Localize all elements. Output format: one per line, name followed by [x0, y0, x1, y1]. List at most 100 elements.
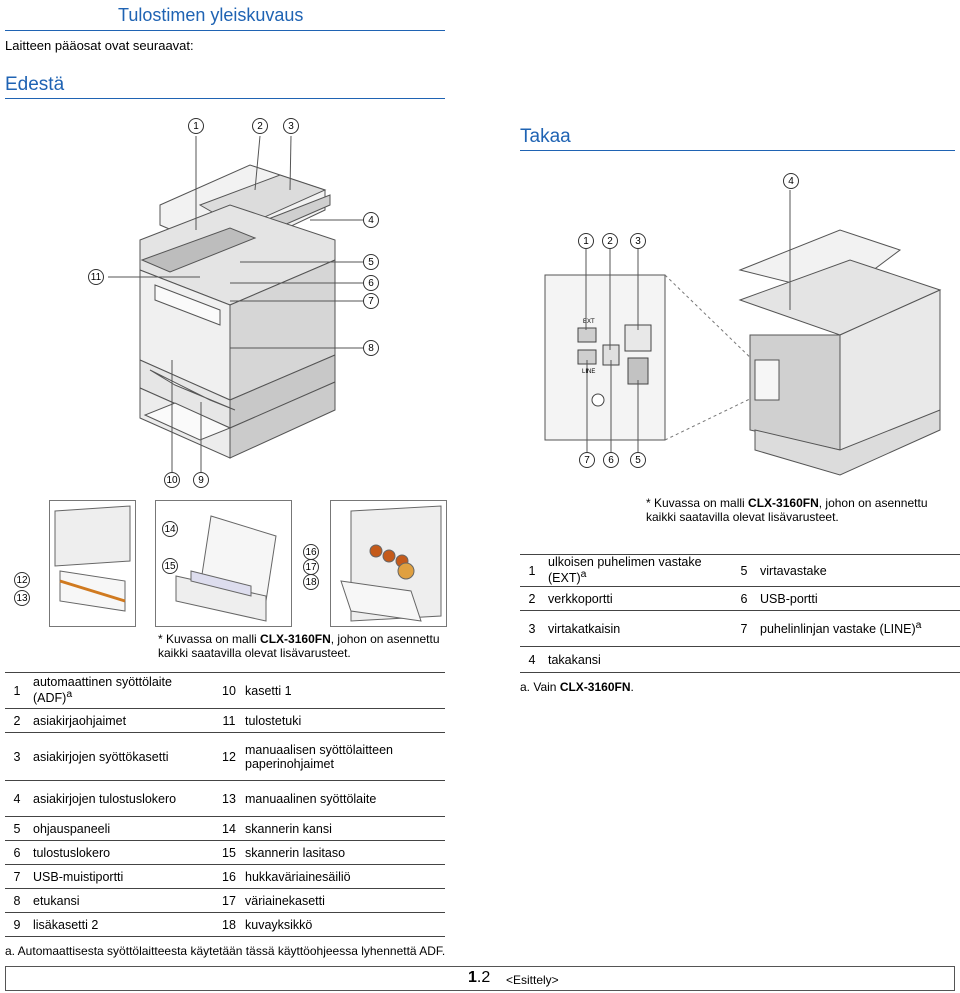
front-printer-illustration: [108, 135, 363, 472]
row-number: 2: [5, 708, 29, 733]
back-callout-4: 4: [783, 173, 799, 189]
front-callout-3: 3: [283, 118, 299, 134]
back-callout-6: 6: [603, 452, 619, 468]
row-number: 3: [520, 610, 544, 647]
part-label: kuvayksikkö: [241, 912, 445, 937]
inset-callout-18: 18: [303, 574, 319, 590]
row-number: 1: [5, 672, 29, 709]
inset-callout-15: 15: [162, 558, 178, 574]
row-number: 10: [217, 672, 241, 709]
back-parts-table: 1 ulkoisen puhelimen vastake (EXT)a 5 vi…: [520, 554, 960, 673]
front-model-note: * Kuvassa on malli CLX-3160FN, johon on …: [158, 632, 440, 660]
row-number: 5: [5, 816, 29, 841]
row-number: 11: [217, 708, 241, 733]
row-number: [732, 646, 756, 673]
inset-callout-14: 14: [162, 521, 178, 537]
row-number: 18: [217, 912, 241, 937]
page-title: Tulostimen yleiskuvaus: [118, 5, 304, 25]
back-model-note: * Kuvassa on malli CLX-3160FN, johon on …: [646, 496, 928, 524]
front-callout-4: 4: [363, 212, 379, 228]
front-callout-1: 1: [188, 118, 204, 134]
part-label: puhelinlinjan vastake (LINE)a: [756, 610, 960, 647]
row-number: 7: [732, 610, 756, 647]
front-callout-9: 9: [193, 472, 209, 488]
table-row: 2 asiakirjaohjaimet 11 tulostetuki: [5, 708, 445, 733]
row-number: 9: [5, 912, 29, 937]
table-row: 1 automaattinen syöttölaite (ADF)a 10 ka…: [5, 672, 445, 709]
part-label: takakansi: [544, 646, 732, 673]
front-callout-8: 8: [363, 340, 379, 356]
row-number: 16: [217, 864, 241, 889]
front-callout-11: 11: [88, 269, 104, 285]
part-label: tulostuslokero: [29, 840, 217, 865]
front-rule: [5, 98, 445, 99]
row-number: 13: [217, 780, 241, 817]
part-label: hukkaväriainesäiliö: [241, 864, 445, 889]
front-callout-10: 10: [164, 472, 180, 488]
row-number: 12: [217, 732, 241, 781]
row-number: 2: [520, 586, 544, 611]
part-label: asiakirjaohjaimet: [29, 708, 217, 733]
back-callout-3: 3: [630, 233, 646, 249]
part-label: USB-muistiportti: [29, 864, 217, 889]
table-row: 6 tulostuslokero 15 skannerin lasitaso: [5, 840, 445, 865]
inset-callout-13: 13: [14, 590, 30, 606]
footer-section: <Esittely>: [506, 973, 559, 987]
table-row: 8 etukansi 17 väriainekasetti: [5, 888, 445, 913]
part-label: virtakatkaisin: [544, 610, 732, 647]
table-row: 3 asiakirjojen syöttökasetti 12 manuaali…: [5, 732, 445, 781]
back-printer-illustration: EXT LINE: [544, 190, 942, 476]
part-label: asiakirjojen tulostuslokero: [29, 780, 217, 817]
table-row: 1 ulkoisen puhelimen vastake (EXT)a 5 vi…: [520, 554, 960, 587]
part-label: skannerin lasitaso: [241, 840, 445, 865]
part-label: [756, 646, 960, 673]
part-label: manuaalinen syöttölaite: [241, 780, 445, 817]
part-label: etukansi: [29, 888, 217, 913]
back-callout-7: 7: [579, 452, 595, 468]
row-number: 17: [217, 888, 241, 913]
back-callout-2: 2: [602, 233, 618, 249]
part-label: verkkoportti: [544, 586, 732, 611]
part-label: ulkoisen puhelimen vastake (EXT)a: [544, 554, 732, 587]
row-number: 7: [5, 864, 29, 889]
row-number: 4: [5, 780, 29, 817]
part-label: manuaalisen syöttölaitteen paperinohjaim…: [241, 732, 445, 781]
table-row: 4 takakansi: [520, 646, 960, 673]
row-number: 6: [5, 840, 29, 865]
front-callout-6: 6: [363, 275, 379, 291]
back-heading: Takaa: [520, 126, 571, 147]
table-row: 3 virtakatkaisin 7 puhelinlinjan vastake…: [520, 610, 960, 647]
back-rule: [520, 150, 955, 151]
inset-cartridges: [330, 500, 447, 627]
row-number: 5: [732, 554, 756, 587]
row-number: 3: [5, 732, 29, 781]
page-footer: [5, 966, 955, 991]
row-number: 6: [732, 586, 756, 611]
row-number: 8: [5, 888, 29, 913]
inset-callout-16: 16: [303, 544, 319, 560]
table-row: 4 asiakirjojen tulostuslokero 13 manuaal…: [5, 780, 445, 817]
inset-callout-12: 12: [14, 572, 30, 588]
part-label: USB-portti: [756, 586, 960, 611]
front-parts-table: 1 automaattinen syöttölaite (ADF)a 10 ka…: [5, 672, 445, 937]
row-number: 14: [217, 816, 241, 841]
part-label: tulostetuki: [241, 708, 445, 733]
front-heading: Edestä: [5, 74, 65, 95]
table-row: 9 lisäkasetti 2 18 kuvayksikkö: [5, 912, 445, 937]
table-row: 2 verkkoportti 6 USB-portti: [520, 586, 960, 611]
inset-callout-17: 17: [303, 559, 319, 575]
title-rule: [5, 30, 445, 31]
table-row: 5 ohjauspaneeli 14 skannerin kansi: [5, 816, 445, 841]
part-label: virtavastake: [756, 554, 960, 587]
ext-port-label: EXT: [583, 319, 595, 325]
front-callout-5: 5: [363, 254, 379, 270]
front-callout-2: 2: [252, 118, 268, 134]
part-label: lisäkasetti 2: [29, 912, 217, 937]
row-number: 15: [217, 840, 241, 865]
back-table-footnote: a. Vain CLX-3160FN.: [520, 680, 634, 694]
line-port-label: LINE: [582, 369, 595, 375]
part-label: kasetti 1: [241, 672, 445, 709]
inset-manual-feeder: [49, 500, 136, 627]
table-row: 7 USB-muistiportti 16 hukkaväriainesäili…: [5, 864, 445, 889]
part-label: skannerin kansi: [241, 816, 445, 841]
